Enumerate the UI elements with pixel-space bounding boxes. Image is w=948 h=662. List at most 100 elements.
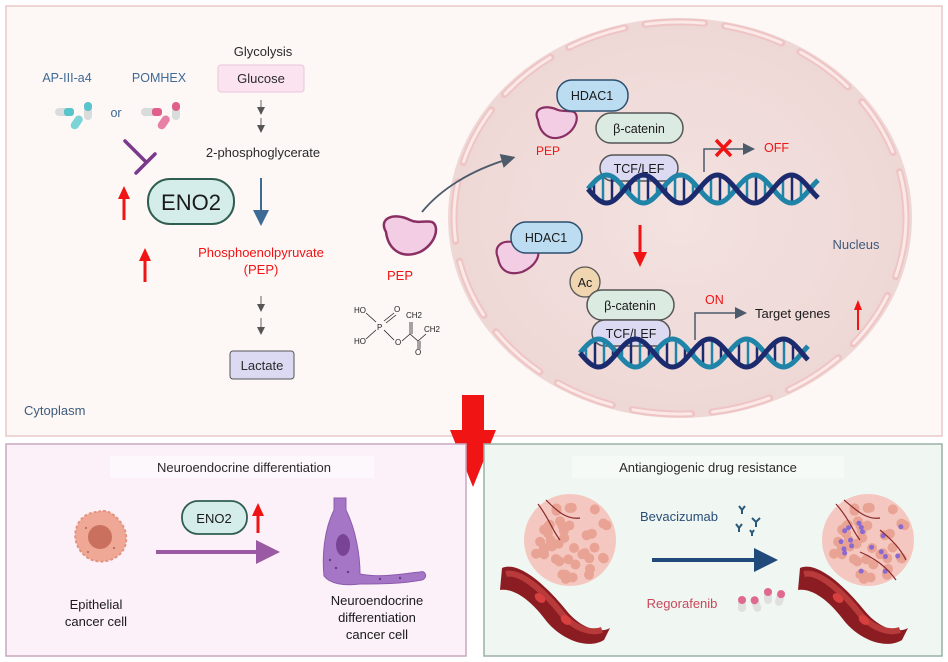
antiangiogenic-title: Antiangiogenic drug resistance — [619, 460, 797, 475]
tumor-cell — [560, 573, 571, 584]
pep-molecule-icon — [382, 215, 438, 256]
tumor-cell — [585, 563, 595, 574]
glucose-box — [217, 64, 305, 93]
tumor-cell — [852, 556, 863, 567]
state-on: ON — [705, 293, 724, 307]
tumor-cell — [598, 553, 609, 564]
tumor-cell — [829, 548, 839, 559]
eno2-node — [147, 178, 235, 225]
eno2-label-small: ENO2 — [196, 511, 231, 526]
drug-resistant-marker — [878, 549, 884, 555]
tumor-cell — [539, 543, 550, 554]
ne-cell-label-1: Neuroendocrine — [331, 593, 424, 608]
epithelial-label-1: Epithelial — [70, 597, 123, 612]
svg-text:P: P — [377, 323, 382, 332]
drug-resistant-marker — [860, 529, 865, 535]
capsules-icon — [738, 588, 786, 612]
pep-molecule-icon — [535, 106, 578, 140]
pep-label-nucleus: PEP — [536, 144, 560, 158]
hdac1-node-bottom — [510, 221, 583, 254]
svg-text:O: O — [415, 348, 421, 357]
ac-label: Ac — [578, 276, 593, 290]
eno2-label: ENO2 — [161, 190, 221, 215]
tumor-cell — [551, 503, 562, 514]
bcatenin-label-top: β-catenin — [613, 122, 665, 136]
tumor-cell — [862, 520, 873, 531]
pep-product: Phosphoenolpyruvate — [198, 245, 324, 260]
upregulation-arrow-icon — [118, 186, 130, 220]
drug-resistant-marker — [898, 524, 904, 530]
upregulation-arrow-icon — [252, 503, 264, 533]
dna-helix-top — [586, 172, 820, 206]
dna-strand — [586, 172, 820, 206]
transition-arrow-icon — [633, 225, 647, 267]
state-off: OFF — [764, 141, 789, 155]
drug-resistant-marker — [849, 543, 855, 549]
transcription-arrow-on — [694, 307, 747, 340]
drug-ap-iii-a4: AP-III-a4 — [42, 71, 91, 85]
tumor-cell — [570, 559, 581, 570]
epithelial-label-2: cancer cell — [65, 614, 127, 629]
tumor-cell — [858, 573, 869, 584]
upregulation-arrow-icon — [854, 300, 862, 330]
eno2-node-small — [181, 500, 248, 535]
drug-resistant-marker — [841, 546, 847, 552]
tumor-cell — [887, 504, 898, 515]
ne-cell-label-3: cancer cell — [346, 627, 408, 642]
tumor-cell — [531, 548, 541, 559]
transcription-arrow-off — [703, 143, 755, 172]
neuroendocrine-cell-icon — [322, 497, 427, 586]
pep-label-cytoplasm: PEP — [387, 268, 413, 283]
tumor-cell — [857, 532, 868, 543]
blocked-x-icon — [714, 138, 733, 158]
tumor-cell — [589, 542, 600, 553]
upregulation-arrow-icon — [139, 248, 151, 282]
dna-helix-bottom — [578, 336, 810, 370]
tumor-cell — [564, 520, 575, 531]
drug-resistant-marker — [858, 568, 864, 574]
svg-text:O: O — [394, 305, 400, 314]
target-genes-label: Target genes — [755, 306, 831, 321]
tumor-cell — [543, 528, 553, 539]
antibody-icon — [735, 505, 761, 536]
tumor-cell — [862, 503, 873, 513]
epithelial-cell-icon — [74, 510, 128, 563]
drug-resistant-marker — [842, 528, 848, 534]
drug-resistant-marker — [882, 554, 888, 559]
neuroendocrine-title: Neuroendocrine differentiation — [157, 460, 331, 475]
hdac1-label-top: HDAC1 — [571, 89, 613, 103]
tumor-cell — [564, 503, 575, 513]
lactate-box — [229, 350, 295, 380]
drug-resistant-marker — [856, 520, 862, 526]
tumor-cell — [563, 554, 574, 565]
drug-resistant-marker — [846, 525, 851, 531]
intermediate-2pg: 2-phosphoglycerate — [206, 145, 320, 160]
svg-text:O: O — [395, 338, 401, 347]
tcf-lef-label-bottom: TCF/LEF — [606, 327, 657, 341]
svg-text:HO: HO — [354, 306, 366, 315]
tumor-cell — [577, 549, 588, 560]
tumor-cell — [554, 556, 565, 567]
tumor-cell — [569, 543, 579, 553]
tumor-vessel-icon — [500, 494, 616, 644]
drug-regorafenib: Regorafenib — [647, 596, 718, 611]
nucleus-label: Nucleus — [833, 237, 880, 252]
nucleus — [448, 18, 912, 418]
svg-text:HO: HO — [354, 337, 366, 346]
glucose-label: Glucose — [237, 71, 285, 86]
drug-pomhex: POMHEX — [132, 71, 187, 85]
pink-capsules-icon — [141, 102, 180, 130]
bcatenin-node-top — [595, 112, 684, 144]
pep-chemical-structure: HO HO P O O O CH2 CH2 — [354, 305, 441, 357]
teal-capsules-icon — [55, 102, 92, 130]
tumor-cell — [559, 532, 570, 543]
tumor-cell — [887, 542, 898, 553]
resistant-tumor-vessel-icon — [798, 494, 914, 644]
tumor-cell — [884, 528, 895, 539]
acetyl-group — [569, 266, 601, 298]
drug-resistant-marker — [838, 539, 844, 545]
dna-strand — [578, 336, 810, 370]
tumor-cell — [598, 518, 609, 529]
cytoplasm-label: Cytoplasm — [24, 403, 85, 418]
